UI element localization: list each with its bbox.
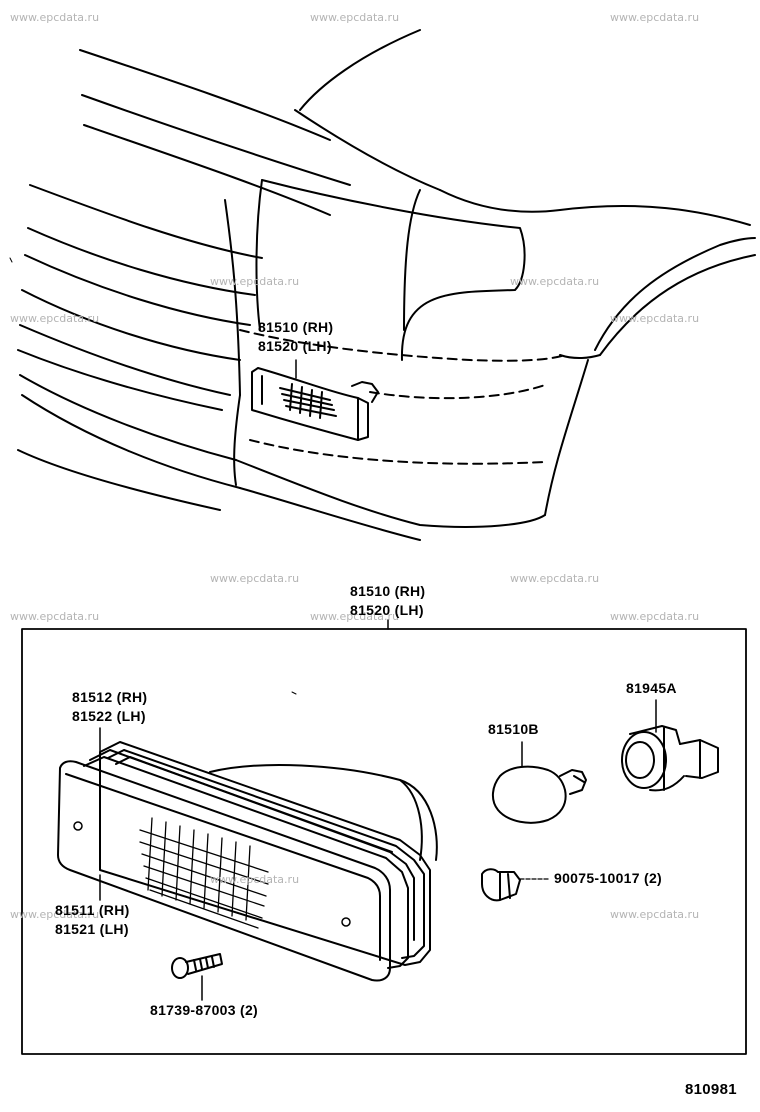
callout-clip: 90075-10017 (2)	[554, 870, 663, 886]
callout-lamp-housing: 81512 (RH) 81522 (LH)	[72, 688, 147, 726]
callout-side-marker: 81510 (RH) 81520 (LH)	[258, 318, 333, 356]
watermark: www.epcdata.ru	[10, 908, 100, 921]
watermark: www.epcdata.ru	[210, 873, 300, 886]
lens-grid-pattern	[139, 817, 269, 929]
lamp-housing	[83, 741, 438, 969]
callout-socket: 81945A	[626, 680, 677, 696]
callout-lamp-assembly: 81510 (RH) 81520 (LH)	[350, 582, 425, 620]
bumper-dashed-lines	[239, 329, 566, 465]
lamp-lens	[57, 760, 391, 982]
watermark: www.epcdata.ru	[610, 312, 700, 325]
part-number-label: 81510 (RH)	[258, 319, 334, 335]
watermark: www.epcdata.ru	[610, 908, 700, 921]
vehicle-body-outline	[17, 29, 756, 541]
watermark: www.epcdata.ru	[510, 275, 600, 288]
part-number-label: 81521 (LH)	[55, 921, 129, 937]
figure-code: 810981	[685, 1081, 737, 1098]
mounted-side-marker-lamp	[251, 367, 379, 441]
watermark: www.epcdata.ru	[10, 312, 100, 325]
part-number-label: 81520 (LH)	[350, 602, 424, 618]
callout-bulb: 81510B	[488, 721, 539, 737]
socket	[621, 725, 719, 792]
watermark: www.epcdata.ru	[610, 11, 700, 24]
bulb	[492, 765, 587, 824]
exploded-view-frame	[21, 628, 747, 1055]
watermark: www.epcdata.ru	[10, 610, 100, 623]
callout-lamp-lens: 81511 (RH) 81521 (LH)	[55, 901, 130, 939]
watermark: www.epcdata.ru	[310, 610, 400, 623]
callout-screw: 81739-87003 (2)	[150, 1002, 259, 1018]
screw	[171, 953, 223, 979]
watermark: www.epcdata.ru	[310, 11, 400, 24]
part-number-label: 81511 (RH)	[55, 902, 130, 918]
watermark: www.epcdata.ru	[10, 11, 100, 24]
watermark: www.epcdata.ru	[210, 275, 300, 288]
part-number-label: 81520 (LH)	[258, 338, 332, 354]
part-number-label: 81510 (RH)	[350, 583, 426, 599]
watermark: www.epcdata.ru	[510, 572, 600, 585]
part-number-label: 81522 (LH)	[72, 708, 146, 724]
watermark: www.epcdata.ru	[610, 610, 700, 623]
part-number-label: 81512 (RH)	[72, 689, 148, 705]
watermark: www.epcdata.ru	[210, 572, 300, 585]
clip	[481, 868, 521, 902]
